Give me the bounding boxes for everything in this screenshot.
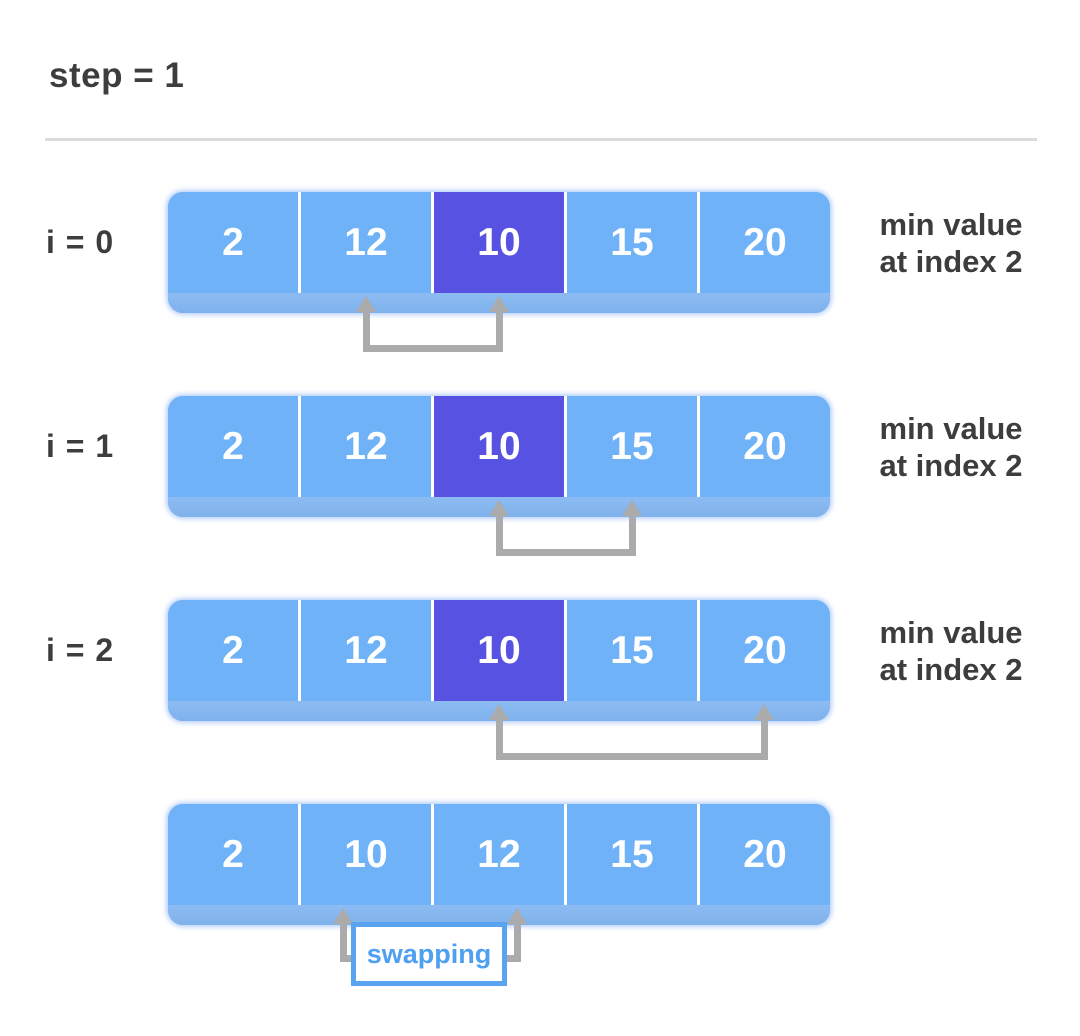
array-cell: 15 (567, 396, 700, 497)
array-cell: 15 (567, 804, 700, 905)
array-cell: 20 (700, 192, 830, 293)
index-label: i = 0 (46, 224, 115, 260)
array-row-i1: i = 1 2 12 10 15 20 min value at index 2 (0, 396, 1080, 556)
array-cell: 20 (700, 396, 830, 497)
array: 2 10 12 15 20 (168, 804, 830, 925)
swapping-label-box: swapping (351, 922, 507, 986)
array-row-result: 2 10 12 15 20 swapping (0, 804, 1080, 986)
array-cell: 15 (567, 192, 700, 293)
arrow-up-icon (489, 296, 509, 312)
arrow-up-icon (622, 500, 642, 516)
array-cell-min: 10 (434, 396, 567, 497)
array-cell: 12 (301, 396, 434, 497)
bracket-shaft (495, 309, 503, 352)
index-label: i = 1 (46, 428, 115, 464)
array: 2 12 10 15 20 (168, 600, 830, 721)
arrow-up-icon (333, 908, 353, 924)
array-cell: 2 (168, 192, 301, 293)
swapping-label: swapping (366, 938, 492, 969)
bracket-bar (495, 753, 768, 760)
array-cell: 2 (168, 396, 301, 497)
bracket-shaft (362, 309, 370, 352)
bracket-shaft (339, 921, 347, 962)
bracket-shaft (760, 717, 768, 760)
min-value-note: min value at index 2 (866, 192, 1036, 293)
array-cells: 2 12 10 15 20 (168, 192, 830, 293)
array-cell: 20 (700, 804, 830, 905)
bracket-shaft (495, 513, 503, 556)
arrow-up-icon (754, 704, 774, 720)
array-cell: 12 (301, 600, 434, 701)
bracket-shaft (495, 717, 503, 760)
compare-bracket (356, 296, 509, 352)
array: 2 12 10 15 20 (168, 192, 830, 313)
array-cells: 2 12 10 15 20 (168, 396, 830, 497)
bracket-shaft (628, 513, 636, 556)
array-cells: 2 10 12 15 20 (168, 804, 830, 905)
bracket-shaft (513, 921, 521, 962)
arrow-up-icon (489, 500, 509, 516)
array-cell-min: 10 (434, 192, 567, 293)
arrow-up-icon (489, 704, 509, 720)
compare-bracket (489, 500, 642, 556)
index-label: i = 2 (46, 632, 115, 668)
min-value-note: min value at index 2 (866, 396, 1036, 497)
array-cells: 2 12 10 15 20 (168, 600, 830, 701)
min-value-note-line1: min value (879, 614, 1023, 650)
step-title: step = 1 (49, 56, 185, 95)
array-cell: 12 (434, 804, 567, 905)
divider-rule (45, 138, 1037, 141)
array-cell: 10 (301, 804, 434, 905)
array-cell: 20 (700, 600, 830, 701)
arrow-up-icon (356, 296, 376, 312)
array-cell: 2 (168, 600, 301, 701)
min-value-note: min value at index 2 (866, 600, 1036, 701)
min-value-note-line2: at index 2 (879, 651, 1023, 687)
min-value-note-line2: at index 2 (879, 243, 1023, 279)
compare-bracket (489, 704, 774, 760)
array-row-i0: i = 0 2 12 10 15 20 min value at index 2 (0, 192, 1080, 352)
array-cell: 12 (301, 192, 434, 293)
min-value-note-line1: min value (879, 410, 1023, 446)
bracket-bar (495, 549, 636, 556)
array-cell: 15 (567, 600, 700, 701)
bracket-bar (362, 345, 503, 352)
array-cell-min: 10 (434, 600, 567, 701)
min-value-note-line2: at index 2 (879, 447, 1023, 483)
min-value-note-line1: min value (879, 206, 1023, 242)
array-cell: 2 (168, 804, 301, 905)
array-row-i2: i = 2 2 12 10 15 20 min value at index 2 (0, 600, 1080, 760)
arrow-up-icon (507, 908, 527, 924)
array: 2 12 10 15 20 (168, 396, 830, 517)
